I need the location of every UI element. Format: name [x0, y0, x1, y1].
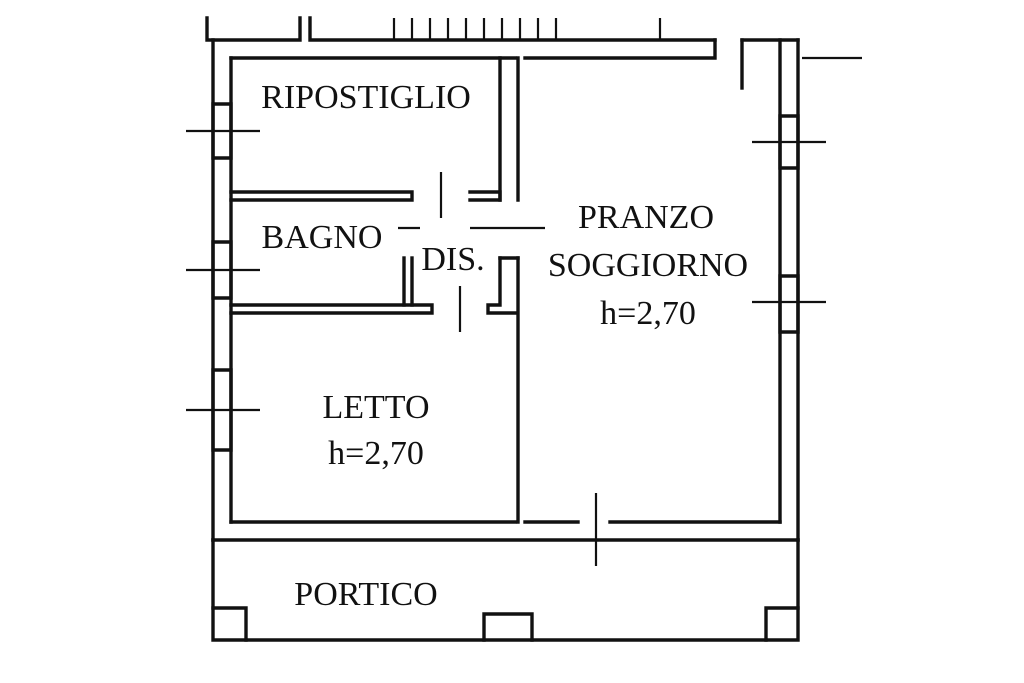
- interior-walls: [229, 56, 598, 566]
- room-label-pranzo: PRANZO: [578, 199, 714, 236]
- room-height-pranzo: h=2,70: [600, 295, 696, 332]
- room-label-dis: DIS.: [421, 241, 484, 278]
- room-label-letto: LETTO: [322, 389, 429, 426]
- room-label-portico: PORTICO: [294, 576, 437, 613]
- top-wall-fragment: [205, 16, 717, 42]
- portico-structure: [211, 538, 800, 642]
- room-height-letto: h=2,70: [328, 435, 424, 472]
- room-label-soggiorno: SOGGIORNO: [548, 247, 748, 284]
- room-label-bagno: BAGNO: [262, 219, 383, 256]
- windows: [186, 56, 862, 452]
- room-label-ripostiglio: RIPOSTIGLIO: [261, 79, 471, 116]
